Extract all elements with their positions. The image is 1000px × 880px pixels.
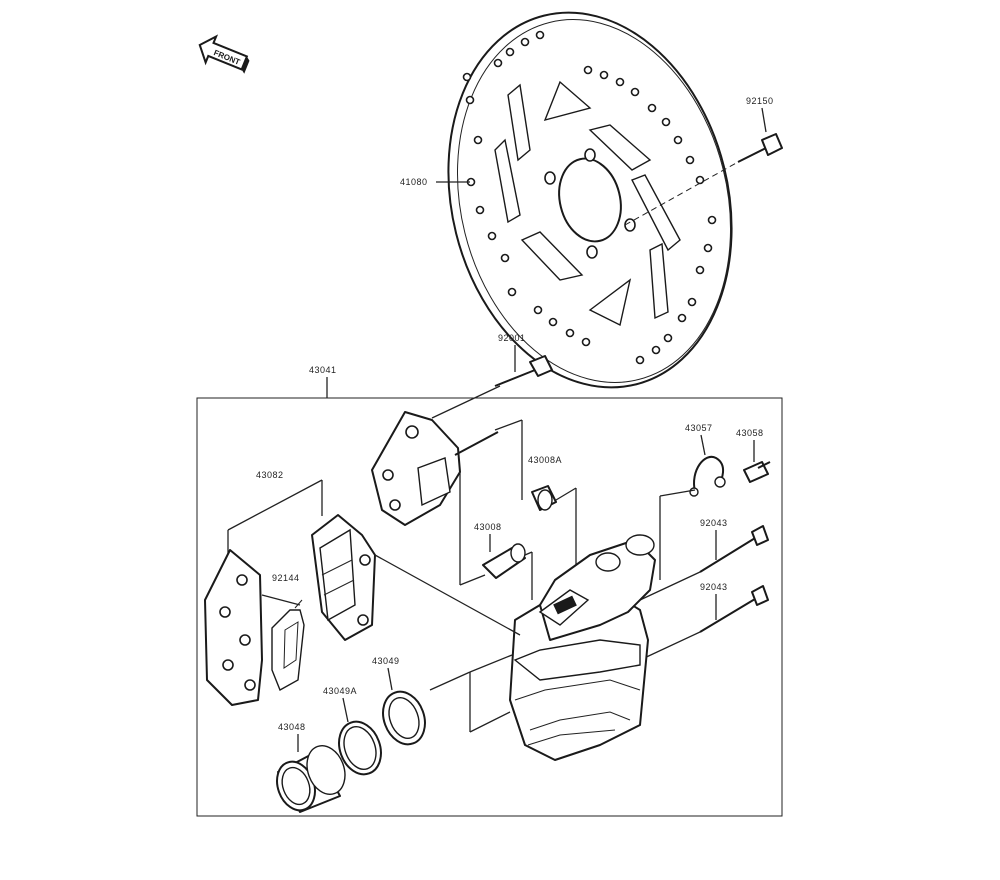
label-pin-2: 92043 [700,582,728,592]
pad-shim [271,599,305,691]
caliper-assembly-frame [196,397,783,817]
brake-pad-outer [311,514,376,641]
label-dust-seal: 43049A [323,686,357,696]
caliper-bracket [371,411,499,526]
label-shim: 92144 [272,573,300,583]
label-disc: 41080 [400,177,428,187]
disc-bolt [624,133,783,226]
label-bleeder: 43058 [736,428,764,438]
dust-seal-ring [338,720,382,776]
caliper-mount-bolt [494,355,553,387]
label-disc-bolt: 92150 [746,96,774,106]
piston-seal-ring [382,690,426,746]
label-piston-seal: 43049 [372,656,400,666]
boot-seal [482,543,526,579]
disc-vent-holes [462,30,717,365]
boot-seal-a [531,485,557,511]
slide-pin-lower [699,585,769,633]
label-pin-1: 92043 [700,518,728,528]
caliper-body [509,534,656,761]
label-clip: 43057 [685,423,713,433]
label-seal: 43008 [474,522,502,532]
label-pad-set: 43082 [256,470,284,480]
brake-disc [447,11,733,389]
label-bolt-top: 92001 [498,333,526,343]
brake-pad-inner [204,549,263,706]
label-caliper-assy: 43041 [309,365,337,375]
bleeder-valve [743,461,771,483]
front-arrow-badge: FRONT [198,34,250,74]
caliper-piston [276,745,346,813]
retaining-clip [689,455,726,497]
slide-pin-upper [699,525,769,573]
label-piston: 43048 [278,722,306,732]
label-seal-a: 43008A [528,455,562,465]
